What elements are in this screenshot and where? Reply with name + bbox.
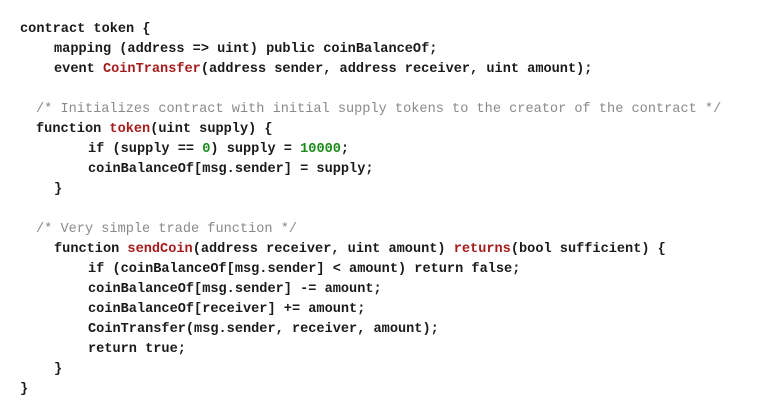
code-identifier-highlight: sendCoin — [127, 242, 193, 257]
code-comment-text: /* Initializes contract with initial sup… — [36, 102, 722, 117]
code-identifier-highlight: CoinTransfer — [102, 62, 201, 77]
code-text: (bool sufficient) { — [510, 242, 666, 257]
code-text: coinBalanceOf[receiver] += amount; — [88, 302, 366, 317]
code-comment-line: /* Very simple trade function */ — [36, 220, 297, 240]
code-number-literal: 0 — [202, 142, 211, 157]
code-line: } — [20, 380, 28, 400]
code-line: function token(uint supply) { — [36, 120, 273, 140]
code-text: (address sender, address receiver, uint … — [200, 62, 593, 77]
code-text: function — [54, 242, 128, 257]
code-line: return true; — [88, 340, 186, 360]
code-text: if (coinBalanceOf[msg.sender] < amount) … — [88, 262, 521, 277]
code-text: (uint supply) { — [150, 122, 273, 137]
code-text: ) supply = — [210, 142, 301, 157]
code-line: coinBalanceOf[msg.sender] = supply; — [88, 160, 374, 180]
code-text: function — [36, 122, 110, 137]
code-text: contract token { — [20, 22, 151, 37]
code-text: mapping (address => uint) public coinBal… — [54, 42, 438, 57]
code-line: function sendCoin(address receiver, uint… — [54, 240, 666, 260]
code-line: } — [54, 360, 62, 380]
code-identifier-highlight: returns — [453, 242, 511, 257]
code-text: } — [20, 382, 29, 397]
code-line: contract token { — [20, 20, 151, 40]
code-text: event — [54, 62, 103, 77]
code-line: CoinTransfer(msg.sender, receiver, amoun… — [88, 320, 439, 340]
code-text: } — [54, 362, 63, 377]
code-text: if (supply == — [88, 142, 203, 157]
code-line: if (supply == 0) supply = 10000; — [88, 140, 349, 160]
code-line: } — [54, 180, 62, 200]
code-line: coinBalanceOf[msg.sender] -= amount; — [88, 280, 382, 300]
code-text: coinBalanceOf[msg.sender] = supply; — [88, 162, 374, 177]
code-comment-line: /* Initializes contract with initial sup… — [36, 100, 721, 120]
code-text: (address receiver, uint amount) — [192, 242, 454, 257]
code-line: coinBalanceOf[receiver] += amount; — [88, 300, 365, 320]
code-line: event CoinTransfer(address sender, addre… — [54, 60, 592, 80]
code-text: } — [54, 182, 63, 197]
code-text: CoinTransfer(msg.sender, receiver, amoun… — [88, 322, 439, 337]
code-text: coinBalanceOf[msg.sender] -= amount; — [88, 282, 382, 297]
code-comment-text: /* Very simple trade function */ — [36, 222, 298, 237]
code-line: if (coinBalanceOf[msg.sender] < amount) … — [88, 260, 520, 280]
code-text: ; — [340, 142, 350, 157]
code-identifier-highlight: token — [109, 122, 151, 137]
code-text: return true; — [88, 342, 186, 357]
code-line: mapping (address => uint) public coinBal… — [54, 40, 437, 60]
code-number-literal: 10000 — [300, 142, 341, 157]
